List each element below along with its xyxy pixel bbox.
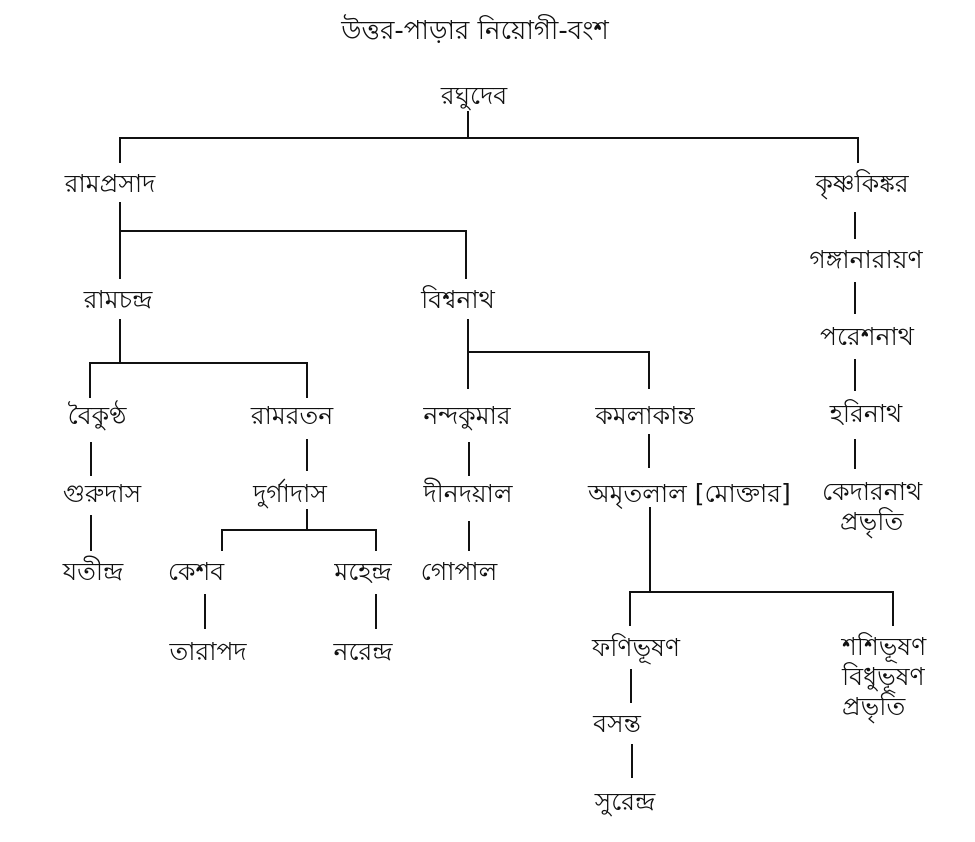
node-shashibhushan: শশিভূষণ — [842, 632, 927, 661]
node-gurudas: গুরুদাস — [62, 479, 142, 508]
diagram-title: উত্তর-পাড়ার নিয়োগী-বংশ — [341, 16, 609, 46]
node-gangarayan: গঙ্গানারায়ণ — [809, 245, 923, 274]
node-ramratan: রামরতন — [250, 401, 334, 430]
node-shashibhushan-group: শশিভূষণ বিধুভূষণ প্রভৃতি — [842, 632, 926, 722]
node-gopal: গোপাল — [420, 557, 498, 586]
node-durgadas: দুর্গাদাস — [253, 479, 327, 508]
node-tarapada: তারাপদ — [169, 637, 247, 666]
node-amritalal: অমৃতলাল [মোক্তার] — [588, 479, 791, 508]
node-basanta: বসন্ত — [593, 709, 641, 738]
node-keshab: কেশব — [167, 557, 225, 586]
node-kamalakanta: কমলাকান্ত — [595, 401, 695, 430]
node-pareshnath: পরেশনাথ — [820, 322, 914, 351]
node-kedarnath-name: কেদারনাথ — [822, 477, 923, 506]
node-ramprasad: রামপ্রসাদ — [64, 169, 156, 198]
node-narendra: নরেন্দ্র — [333, 637, 393, 666]
node-nandakumar: নন্দকুমার — [423, 401, 511, 430]
node-shashi-note: প্রভৃতি — [842, 692, 906, 721]
node-kedarnath: কেদারনাথ প্রভৃতি — [822, 477, 922, 537]
node-baikuntha: বৈকুণ্ঠ — [67, 401, 127, 430]
node-ramchandra: রামচন্দ্র — [83, 285, 153, 314]
node-bidhubhushan: বিধুভূষণ — [842, 662, 925, 691]
node-surendra: সুরেন্দ্র — [594, 787, 656, 816]
node-bishwanath: বিশ্বনাথ — [421, 285, 495, 314]
node-dinadayal: দীনদয়াল — [423, 479, 513, 508]
node-kedarnath-note: প্রভৃতি — [840, 507, 904, 536]
node-krishnakinkar: কৃষ্ণকিঙ্কর — [815, 169, 909, 198]
node-raghudeb: রঘুদেব — [440, 81, 508, 110]
node-phanibhushan: ফণিভূষণ — [591, 633, 681, 662]
node-harinath: হরিনাথ — [829, 399, 903, 428]
node-mahendra: মহেন্দ্র — [334, 557, 392, 586]
node-jatindra: যতীন্দ্র — [62, 557, 124, 586]
